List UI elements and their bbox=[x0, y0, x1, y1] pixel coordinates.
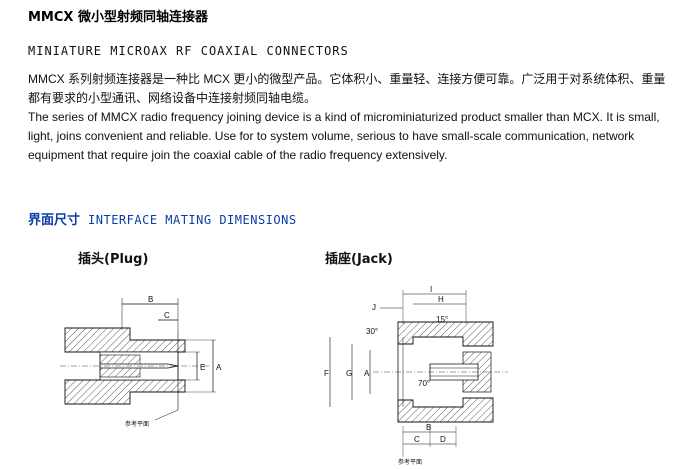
jack-angle-30: 30° bbox=[366, 327, 378, 336]
jack-dim-g: G bbox=[346, 369, 352, 378]
section-heading-cn: 界面尺寸 bbox=[28, 213, 81, 228]
plug-dim-b: B bbox=[148, 295, 153, 304]
plug-dim-c: C bbox=[164, 311, 170, 320]
jack-angle-15: 15° bbox=[436, 315, 448, 324]
section-heading-en: INTERFACE MATING DIMENSIONS bbox=[88, 213, 297, 227]
plug-dim-a: A bbox=[216, 363, 222, 372]
page-title: MMCX 微小型射频同轴连接器 bbox=[28, 10, 208, 25]
jack-ref-plane: 参考平面 bbox=[398, 458, 422, 466]
description-cn: MMCX 系列射频连接器是一种比 MCX 更小的微型产品。它体积小、重量轻、连接… bbox=[28, 72, 666, 105]
jack-angle-70: 70° bbox=[418, 379, 430, 388]
jack-dim-d: D bbox=[440, 435, 446, 444]
jack-dim-c: C bbox=[414, 435, 420, 444]
jack-diagram: I H J 30° 15° 70° F G A B C D 参考平面 bbox=[324, 285, 508, 466]
plug-diagram: B C E A 参考平面 bbox=[60, 295, 222, 428]
jack-dim-h: H bbox=[438, 295, 444, 304]
plug-ref-plane: 参考平面 bbox=[125, 420, 149, 428]
jack-label: 插座(Jack) bbox=[325, 252, 393, 267]
jack-dim-a: A bbox=[364, 369, 370, 378]
jack-dim-j: J bbox=[372, 303, 376, 312]
jack-dim-f: F bbox=[324, 369, 329, 378]
page-subtitle: MINIATURE MICROAX RF COAXIAL CONNECTORS bbox=[28, 44, 349, 58]
jack-dim-i: I bbox=[430, 285, 432, 294]
description-en: The series of MMCX radio frequency joini… bbox=[28, 110, 660, 162]
jack-dim-b: B bbox=[426, 423, 431, 432]
section-heading: 界面尺寸 INTERFACE MATING DIMENSIONS bbox=[28, 209, 297, 228]
plug-dim-e: E bbox=[200, 363, 205, 372]
plug-label: 插头(Plug) bbox=[78, 252, 149, 267]
